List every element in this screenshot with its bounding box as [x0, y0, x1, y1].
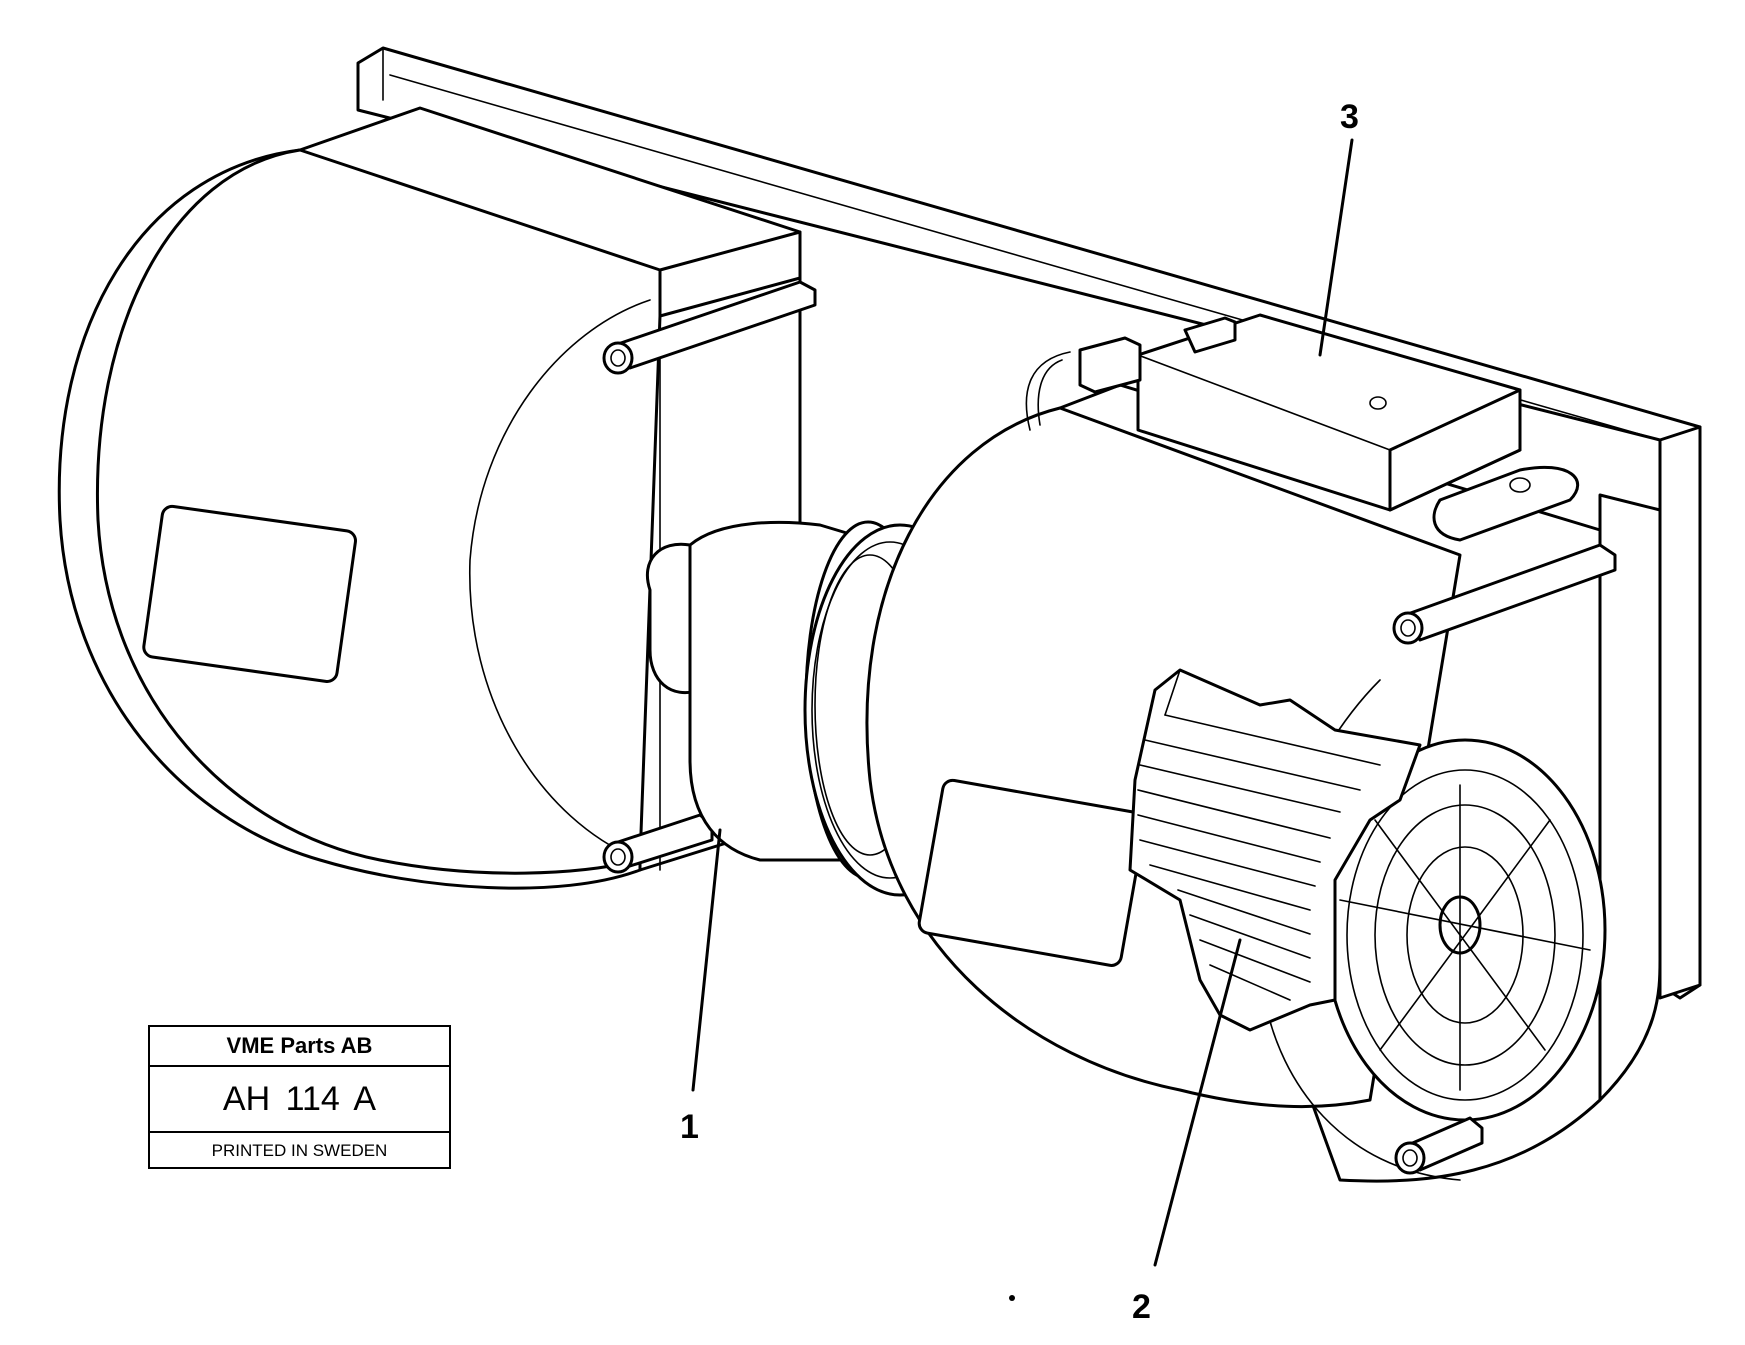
callout-2: 2 — [1132, 1288, 1151, 1326]
callout-1: 1 — [680, 1108, 699, 1146]
left-upper-pin — [602, 280, 817, 375]
callout-2-leader — [1153, 938, 1242, 1267]
impeller-cutaway — [1128, 668, 1422, 1032]
label-code: AH 114 A — [150, 1067, 449, 1133]
control-unit — [1025, 313, 1580, 542]
right-lower-pin — [1394, 1116, 1484, 1175]
label-company: VME Parts AB — [150, 1027, 449, 1067]
callout-3: 3 — [1340, 98, 1359, 136]
left-fan-housing — [57, 106, 817, 890]
label-printed: PRINTED IN SWEDEN — [211, 1141, 388, 1160]
right-upper-pin — [1392, 543, 1617, 645]
stray-dot — [1009, 1295, 1015, 1301]
callout-1-leader — [691, 828, 722, 1092]
callout-3-leader — [1318, 138, 1354, 357]
right-fan-housing — [865, 383, 1662, 1183]
label-plate: VME Parts AB AH 114 A PRINTED IN SWEDEN — [148, 1025, 451, 1169]
